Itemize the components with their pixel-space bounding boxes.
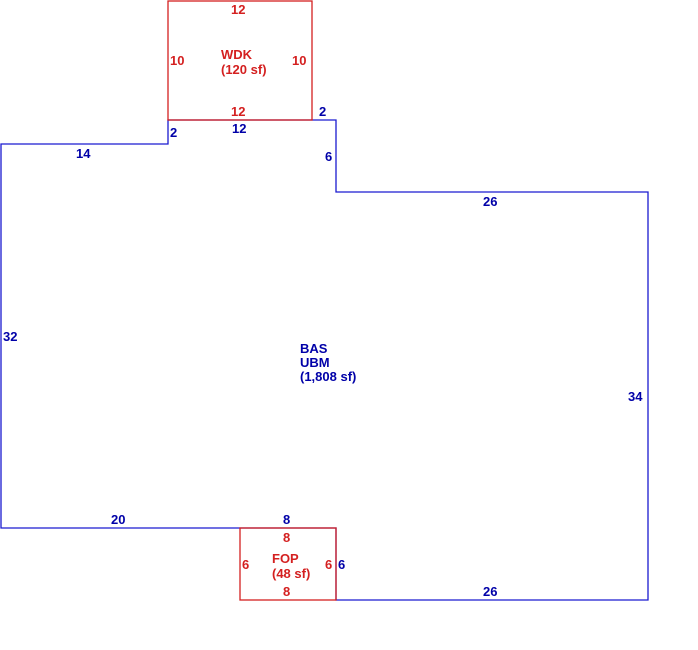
wdk-dim-bottom: 12	[231, 104, 245, 119]
fop-dim-left: 6	[242, 557, 249, 572]
fop-label-area: (48 sf)	[272, 566, 310, 581]
bas-dim-left: 32	[3, 329, 17, 344]
fop-dim-bottom: 8	[283, 584, 290, 599]
bas-outline	[0, 119, 649, 601]
bas-dim-right: 34	[628, 389, 643, 404]
bas-dim-step-left: 2	[170, 125, 177, 140]
fop-dim-right: 6	[325, 557, 332, 572]
fop-dim-top: 8	[283, 530, 290, 545]
bas-dim-top-mid: 12	[232, 121, 246, 136]
bas-dim-bottom-right: 26	[483, 584, 497, 599]
bas-dim-step-right-top: 2	[319, 104, 326, 119]
bas-dim-step-right: 6	[325, 149, 332, 164]
bas-dim-bottom-left: 20	[111, 512, 125, 527]
bas-label-area: (1,808 sf)	[300, 369, 356, 384]
wdk-label-area: (120 sf)	[221, 62, 267, 77]
wdk-outline	[167, 0, 313, 121]
wdk-dim-left: 10	[170, 53, 184, 68]
fop-outline	[239, 527, 337, 601]
wdk-label-code: WDK	[221, 47, 253, 62]
bas-dim-bottom-notch-top: 8	[283, 512, 290, 527]
bas-dim-bottom-notch-right: 6	[338, 557, 345, 572]
bas-label-sub: UBM	[300, 355, 330, 370]
wdk-dim-top: 12	[231, 2, 245, 17]
fop-label-code: FOP	[272, 551, 299, 566]
bas-dim-top-left: 14	[76, 146, 91, 161]
bas-dim-top-right: 26	[483, 194, 497, 209]
wdk-dim-right: 10	[292, 53, 306, 68]
bas-label-code: BAS	[300, 341, 328, 356]
